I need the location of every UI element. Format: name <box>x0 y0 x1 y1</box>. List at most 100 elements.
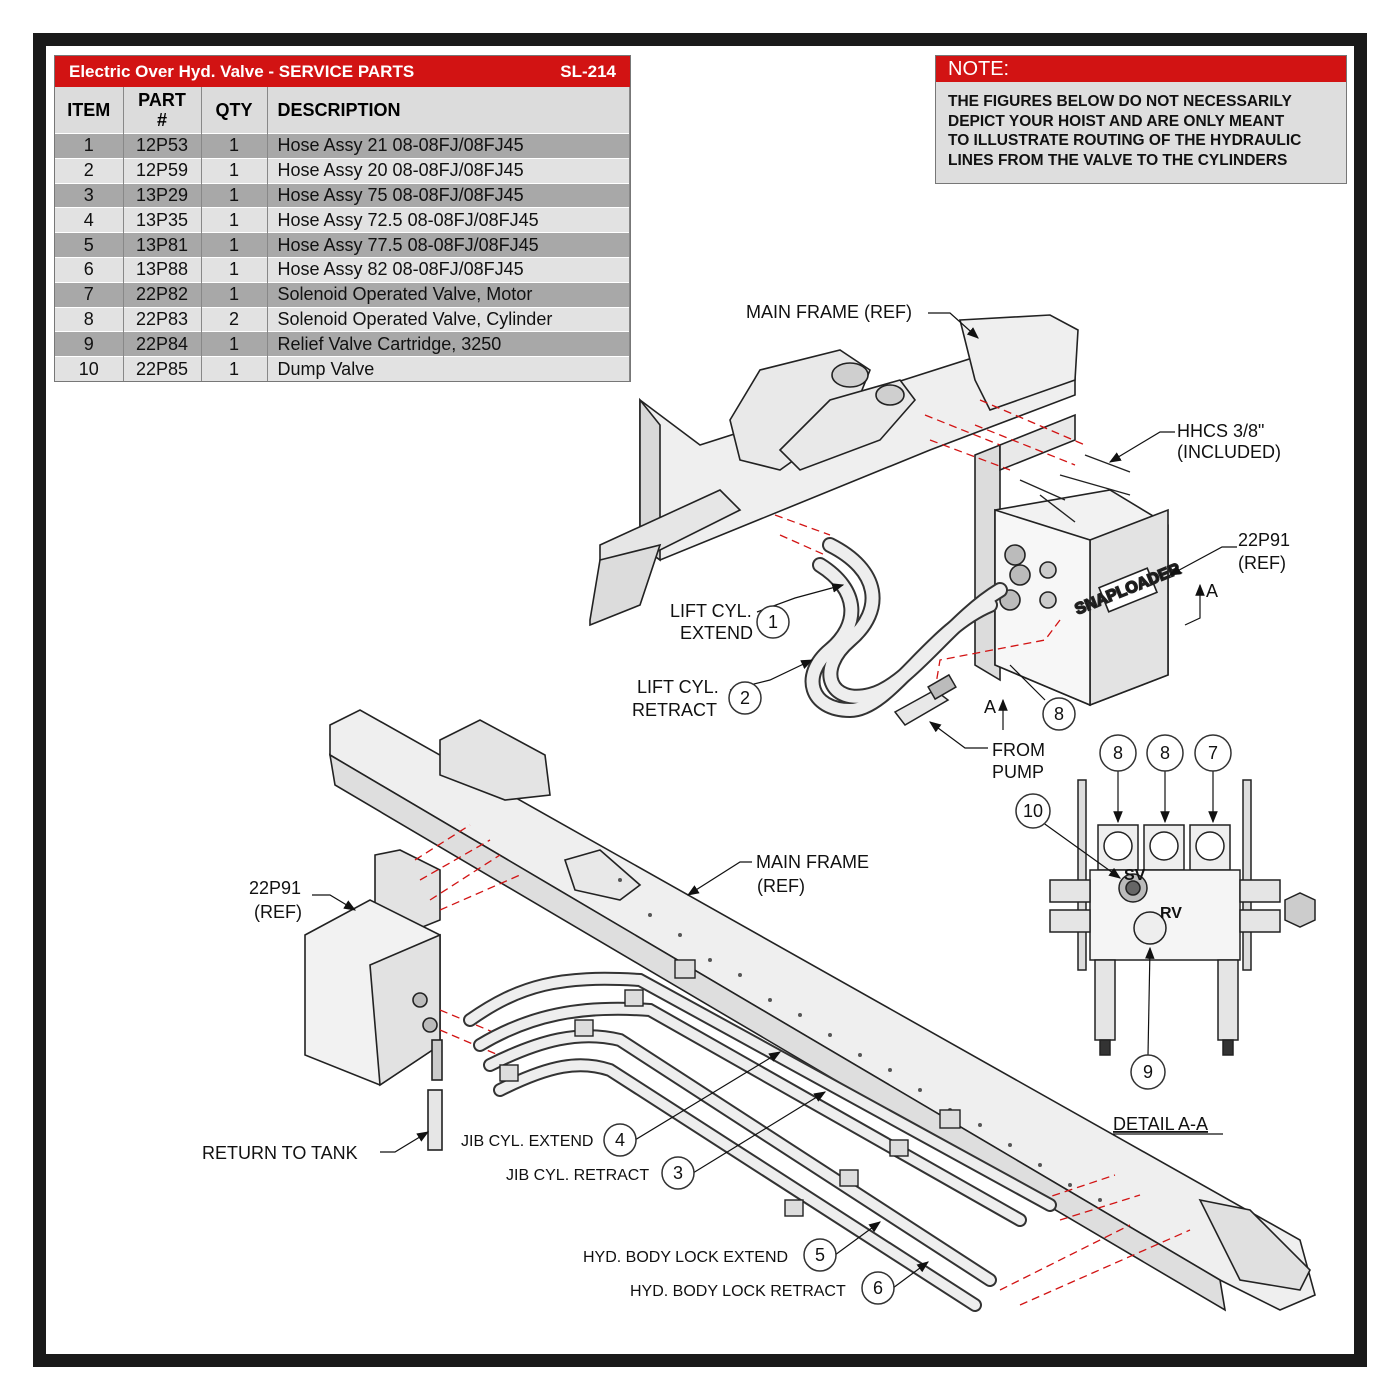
sv-mark: SV <box>1124 867 1146 884</box>
cell-qty: 1 <box>201 232 268 258</box>
header-item: ITEM <box>55 87 124 134</box>
label-lift-extend-1: LIFT CYL. <box>670 601 752 621</box>
balloon-7-label: 7 <box>1208 743 1218 763</box>
cell-item: 5 <box>55 232 124 258</box>
hose-clamps <box>499 959 961 1217</box>
cell-part: 22P84 <box>123 331 202 357</box>
cell-description: Hose Assy 21 08-08FJ/08FJ45 <box>267 133 630 159</box>
balloon-8b-label: 8 <box>1160 743 1170 763</box>
detail-aa-view: SV RV <box>1049 779 1316 1056</box>
cell-item: 4 <box>55 207 124 233</box>
bottom-hoses-inner <box>465 973 1055 1310</box>
detail-leaders <box>1041 771 1218 1056</box>
cell-item: 1 <box>55 133 124 159</box>
cell-qty: 1 <box>201 356 268 381</box>
from-pump-hose <box>893 673 957 726</box>
note-title: NOTE: <box>936 56 1346 82</box>
cell-part: 12P59 <box>123 157 202 184</box>
callout-labels: MAIN FRAME (REF) HHCS 3/8" (INCLUDED) 22… <box>202 302 1290 1300</box>
top-hoses <box>804 537 1008 719</box>
balloon-1 <box>756 605 790 639</box>
balloon-2 <box>728 681 762 715</box>
cell-description: Solenoid Operated Valve, Motor <box>267 281 630 308</box>
cell-item: 10 <box>55 356 124 381</box>
balloon-4 <box>603 1123 637 1157</box>
cell-description: Hose Assy 77.5 08-08FJ/08FJ45 <box>267 232 630 258</box>
bottom-leaders <box>312 861 929 1289</box>
header-qty: QTY <box>201 87 268 134</box>
top-bolts <box>1019 454 1131 523</box>
balloon-3-label: 3 <box>673 1163 683 1183</box>
cell-part: 12P53 <box>123 133 202 159</box>
note-line: LINES FROM THE VALVE TO THE CYLINDERS <box>948 151 1288 169</box>
balloon-9 <box>1130 1054 1166 1090</box>
header-description: DESCRIPTION <box>267 87 630 134</box>
label-lift-extend-2: EXTEND <box>680 623 753 643</box>
cell-description: Hose Assy 82 08-08FJ/08FJ45 <box>267 256 630 283</box>
note-body: THE FIGURES BELOW DO NOT NECESSARILY DEP… <box>936 82 1346 170</box>
cell-qty: 1 <box>201 207 268 233</box>
top-red-centerlines <box>774 399 1086 691</box>
cell-qty: 1 <box>201 157 268 184</box>
cell-qty: 2 <box>201 306 268 332</box>
label-hhcs-1: HHCS 3/8" <box>1177 421 1264 441</box>
cell-description: Relief Valve Cartridge, 3250 <box>267 331 630 357</box>
cell-item: 8 <box>55 306 124 332</box>
balloon-3 <box>661 1156 695 1190</box>
balloon-2-label: 2 <box>740 688 750 708</box>
label-22p91-bottom-1: 22P91 <box>249 878 301 898</box>
cell-description: Dump Valve <box>267 356 630 381</box>
cell-qty: 1 <box>201 256 268 283</box>
balloon-5-label: 5 <box>815 1245 825 1265</box>
bottom-red-centerlines <box>414 824 1191 1306</box>
rv-mark: RV <box>1160 905 1182 922</box>
label-return-to-tank: RETURN TO TANK <box>202 1143 358 1163</box>
label-jib-retract: JIB CYL. RETRACT <box>506 1167 649 1184</box>
note-line: TO ILLUSTRATE ROUTING OF THE HYDRAULIC <box>948 132 1302 149</box>
cell-item: 2 <box>55 157 124 184</box>
header-part-line1: PART <box>138 90 186 110</box>
cell-part: 13P88 <box>123 256 202 283</box>
label-hhcs-2: (INCLUDED) <box>1177 442 1281 462</box>
cell-part: 13P35 <box>123 207 202 233</box>
label-lift-retract-1: LIFT CYL. <box>637 677 719 697</box>
table-title: Electric Over Hyd. Valve - SERVICE PARTS <box>69 61 415 81</box>
label-main-frame-bottom-2: (REF) <box>757 876 805 896</box>
cell-part: 22P85 <box>123 356 202 381</box>
cell-item: 6 <box>55 256 124 283</box>
label-section-a-bottom: A <box>984 697 996 717</box>
top-valve-box: SNAPLOADER <box>974 413 1184 707</box>
balloon-numbers: 1 2 8 8 8 7 10 9 4 3 5 6 <box>615 612 1218 1298</box>
cell-qty: 1 <box>201 182 268 208</box>
balloon-8-b <box>1146 734 1184 772</box>
label-section-a-right: A <box>1206 581 1218 601</box>
balloon-4-label: 4 <box>615 1130 625 1150</box>
label-main-frame-top: MAIN FRAME (REF) <box>746 302 912 322</box>
note-line: THE FIGURES BELOW DO NOT NECESSARILY <box>948 93 1292 110</box>
cell-qty: 1 <box>201 133 268 159</box>
label-lift-retract-2: RETRACT <box>632 700 717 720</box>
balloon-5 <box>803 1238 837 1272</box>
service-parts-table: Electric Over Hyd. Valve - SERVICE PARTS… <box>54 55 631 382</box>
cell-description: Hose Assy 20 08-08FJ/08FJ45 <box>267 157 630 184</box>
cell-part: 13P81 <box>123 232 202 258</box>
balloon-6-label: 6 <box>873 1278 883 1298</box>
balloon-10 <box>1015 793 1051 829</box>
cell-description: Solenoid Operated Valve, Cylinder <box>267 306 630 332</box>
header-part: PART# <box>123 87 202 134</box>
balloon-8-top <box>1042 697 1076 731</box>
cell-description: Hose Assy 72.5 08-08FJ/08FJ45 <box>267 207 630 233</box>
balloon-8a-label: 8 <box>1113 743 1123 763</box>
table-header-row: ITEM PART# QTY DESCRIPTION <box>55 87 630 134</box>
cell-item: 9 <box>55 331 124 357</box>
table-title-bar: Electric Over Hyd. Valve - SERVICE PARTS… <box>55 56 630 87</box>
balloon-8-top-label: 8 <box>1054 704 1064 724</box>
cell-part: 22P83 <box>123 306 202 332</box>
